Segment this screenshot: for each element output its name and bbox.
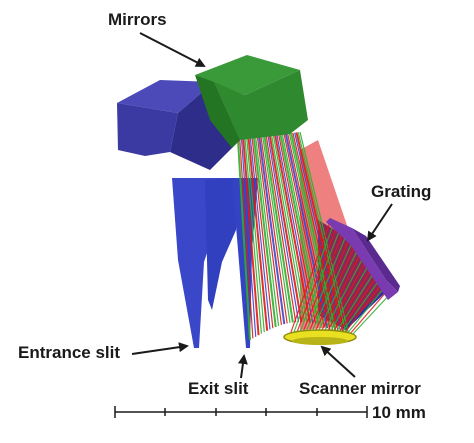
- ray-line: [295, 228, 337, 336]
- mirrors-label: Mirrors: [108, 10, 167, 29]
- secondary-beam: [205, 178, 240, 310]
- ray-line: [287, 133, 331, 330]
- ray-line: [313, 248, 355, 336]
- ray-line: [272, 135, 308, 323]
- ray-line: [307, 241, 349, 336]
- scale-bar: [114, 406, 368, 418]
- ray-line: [240, 139, 257, 337]
- ray-line: [278, 134, 317, 325]
- ray-line: [304, 238, 346, 336]
- mirror-green-side: [195, 75, 240, 148]
- scale-bar-label: 10 mm: [372, 403, 426, 422]
- ray-line: [262, 136, 291, 323]
- ray-line: [237, 139, 251, 341]
- grating-arrow: [366, 203, 393, 242]
- scanner-mirror-arrow: [320, 345, 356, 378]
- ray-line: [239, 139, 254, 339]
- ray-line: [292, 225, 334, 336]
- ray-fan: [237, 131, 393, 341]
- mirror-blue-front: [117, 103, 178, 156]
- ray-line: [276, 134, 314, 324]
- ray-line: [289, 221, 331, 336]
- scanner-mirror-base: [292, 337, 348, 345]
- ray-line: [348, 288, 390, 336]
- ray-line: [294, 132, 343, 336]
- ray-line: [247, 138, 269, 331]
- ray-line: [301, 235, 343, 336]
- grating-assembly: [326, 218, 400, 300]
- ray-line: [265, 136, 297, 323]
- exit-slit-label: Exit slit: [188, 379, 249, 398]
- ray-line: [290, 132, 337, 333]
- ray-line: [256, 137, 283, 326]
- ray-line: [298, 231, 340, 336]
- exit-slit-arrow: [237, 354, 248, 379]
- ray-line: [242, 139, 260, 336]
- ray-line: [351, 291, 393, 336]
- ray-line: [263, 136, 294, 323]
- ray-line: [252, 137, 277, 328]
- ray-line: [333, 271, 375, 336]
- mirror-green-top: [195, 55, 300, 95]
- annotation-arrows: [131, 32, 393, 379]
- ray-line: [267, 136, 300, 323]
- ray-line: [321, 258, 364, 336]
- mirrors-arrow: [139, 32, 206, 67]
- ray-line: [342, 281, 384, 336]
- ray-line: [330, 268, 372, 336]
- scanner-mirror-label: Scanner mirror: [299, 379, 421, 398]
- ray-line: [288, 133, 334, 331]
- ray-line: [292, 132, 340, 334]
- ray-line: [249, 138, 271, 330]
- ray-line: [260, 136, 288, 324]
- ray-line: [327, 265, 369, 336]
- ray-line: [268, 135, 303, 323]
- grating-label: Grating: [371, 182, 432, 201]
- grating-rim: [352, 228, 400, 292]
- entrance-slit-arrow: [131, 342, 189, 355]
- ray-line: [345, 284, 387, 336]
- ray-line: [271, 135, 305, 323]
- ray-line: [274, 135, 311, 324]
- ray-line: [318, 255, 361, 336]
- mirror-green-front: [214, 70, 308, 140]
- ray-line: [255, 137, 280, 326]
- mirror-assembly: [117, 55, 308, 170]
- ray-line: [284, 133, 329, 329]
- grating-face: [326, 218, 398, 300]
- ray-line: [310, 245, 352, 336]
- entrance-slit-label: Entrance slit: [18, 343, 121, 362]
- scanner-mirror-assembly: [283, 329, 357, 345]
- ray-line: [258, 137, 286, 325]
- ray-line: [244, 139, 263, 334]
- ray-line: [339, 278, 381, 336]
- ray-line: [324, 261, 366, 336]
- ray-line: [251, 138, 274, 329]
- mirror-blue-top: [117, 80, 214, 113]
- ray-line: [246, 138, 265, 333]
- ray-line: [316, 251, 358, 336]
- ray-line: [336, 274, 378, 336]
